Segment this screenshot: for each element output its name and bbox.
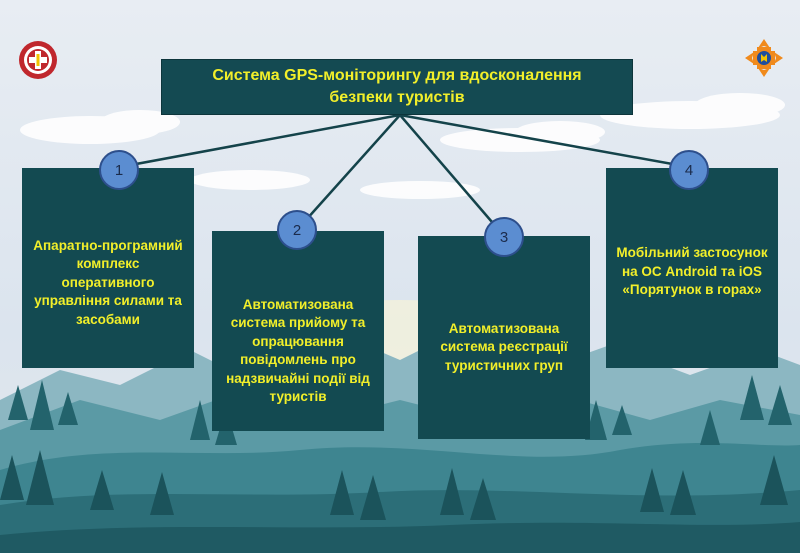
diagram-title: Система GPS-моніторингу для вдосконаленн… (161, 59, 633, 115)
item-text-3: Автоматизована система реєстрації турист… (440, 320, 568, 373)
item-number-4: 4 (669, 150, 709, 190)
item-card-4: Мобільний застосунок на ОС Android та iO… (606, 168, 778, 368)
item-text-4: Мобільний застосунок на ОС Android та iO… (616, 245, 768, 298)
item-text-1: Апаратно-програмний комплекс оперативног… (33, 237, 183, 327)
item-number-1: 1 (99, 150, 139, 190)
item-number-3: 3 (484, 217, 524, 257)
item-card-3: Автоматизована система реєстрації турист… (418, 236, 590, 439)
item-text-2: Автоматизована система прийому та опрацю… (226, 296, 370, 405)
item-number-2: 2 (277, 210, 317, 250)
rescue-service-emblem-icon (745, 39, 783, 77)
item-card-1: Апаратно-програмний комплекс оперативног… (22, 168, 194, 368)
item-card-2: Автоматизована система прийому та опрацю… (212, 231, 384, 431)
red-cross-emblem-icon (19, 41, 57, 79)
